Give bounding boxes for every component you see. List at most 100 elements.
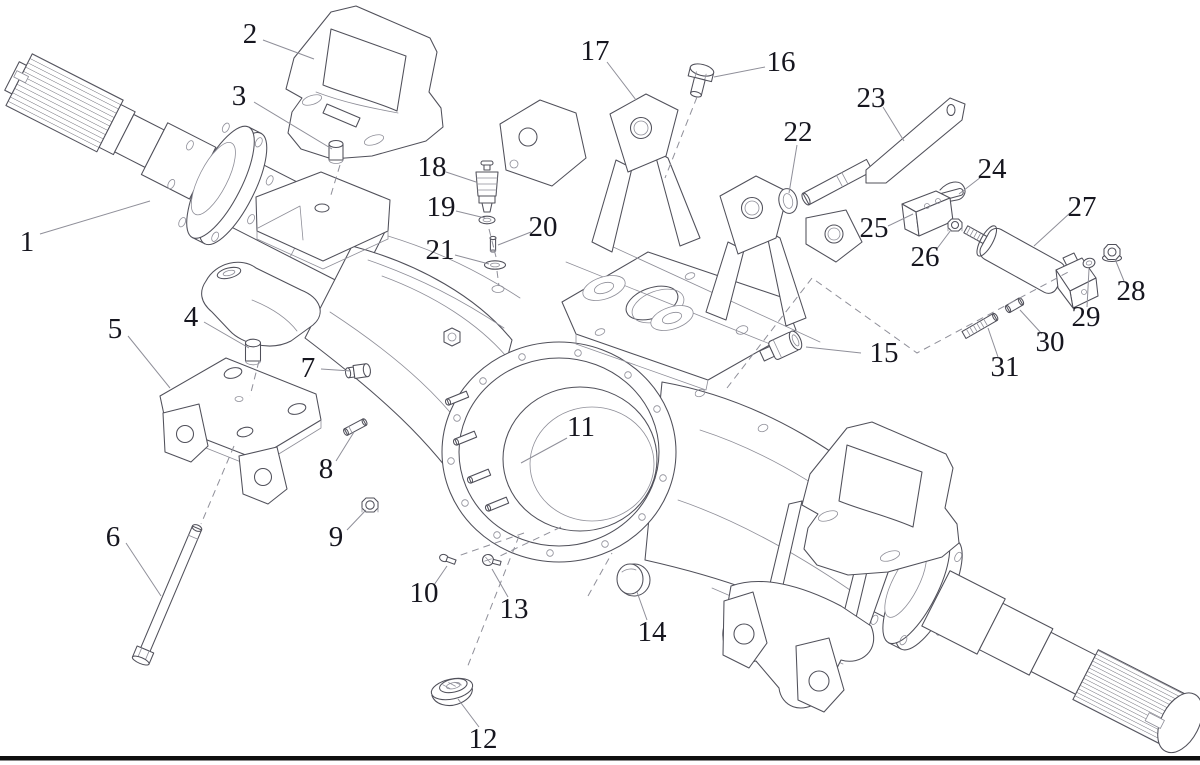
spring-seat-left	[285, 5, 444, 160]
leader-line-28	[1114, 258, 1125, 282]
leader-line-4	[203, 321, 250, 349]
callout-number-13: 13	[500, 593, 529, 625]
leader-line-26	[935, 229, 952, 251]
leader-line-16	[713, 66, 766, 78]
leader-line-25	[887, 213, 914, 227]
callout-number-30: 30	[1036, 326, 1065, 358]
diff-opening	[502, 386, 658, 532]
callout-number-31: 31	[991, 351, 1020, 383]
construction-line-5	[488, 228, 497, 258]
callout-number-25: 25	[860, 212, 889, 244]
stud-31	[961, 312, 999, 339]
callout-number-29: 29	[1072, 301, 1101, 333]
leader-line-15	[805, 346, 862, 354]
leader-line-14	[636, 591, 648, 621]
nut-26	[947, 218, 963, 232]
callout-number-23: 23	[857, 82, 886, 114]
seal-ring-22	[778, 188, 798, 214]
leader-line-29	[1086, 268, 1090, 308]
callout-number-7: 7	[301, 352, 316, 384]
callout-number-12: 12	[469, 723, 498, 755]
leader-line-10	[433, 565, 448, 586]
small-bracket-25	[901, 190, 954, 237]
pin-3	[328, 139, 344, 164]
callout-number-9: 9	[329, 521, 344, 553]
construction-line-8	[587, 552, 613, 597]
callout-number-6: 6	[106, 521, 121, 553]
callout-number-10: 10	[410, 577, 439, 609]
nut-28	[1101, 243, 1123, 263]
leader-line-18	[445, 171, 477, 183]
plug-bolt-16	[687, 63, 715, 98]
callout-number-14: 14	[638, 616, 668, 648]
annotation-layer: 1234567891011121314151617181920212223242…	[20, 18, 1146, 755]
leader-line-12	[457, 698, 480, 728]
pin-8	[343, 418, 368, 436]
construction-line-2	[249, 360, 260, 397]
callout-number-11: 11	[567, 411, 595, 443]
callout-number-2: 2	[243, 18, 258, 50]
callout-number-15: 15	[870, 337, 899, 369]
pin-4	[244, 338, 262, 366]
leader-line-30	[1019, 309, 1043, 335]
bolt-7	[344, 363, 371, 379]
leader-line-1	[39, 200, 151, 235]
leader-line-20	[497, 231, 532, 246]
callout-number-20: 20	[529, 211, 558, 243]
callout-number-1: 1	[20, 226, 35, 258]
bolt-13	[481, 553, 502, 567]
construction-line-4	[664, 96, 698, 179]
shift-arm-23	[801, 97, 966, 206]
plug-14	[616, 563, 651, 597]
ring-bolt-holes	[447, 349, 667, 557]
bottom-border-rule	[0, 756, 1200, 761]
leader-line-5	[127, 335, 171, 389]
spring-plate-5	[159, 357, 322, 505]
leader-line-24	[958, 176, 982, 195]
ring-nut-19	[478, 215, 496, 225]
callout-number-17: 17	[581, 35, 610, 67]
sensor-15	[759, 330, 803, 362]
callout-number-19: 19	[427, 191, 456, 223]
spring-seat-right	[722, 421, 960, 713]
callout-number-22: 22	[784, 116, 813, 148]
hex-boss	[443, 327, 461, 347]
callout-number-3: 3	[232, 80, 247, 112]
breather-boss	[491, 285, 505, 293]
callout-number-21: 21	[426, 234, 455, 266]
leader-line-21	[454, 254, 490, 265]
washer-21	[483, 260, 507, 270]
callout-number-28: 28	[1117, 275, 1146, 307]
leader-line-22	[788, 144, 798, 194]
construction-line-3	[200, 445, 235, 525]
construction-line-6	[496, 270, 500, 287]
flange-bolt-holes-left	[167, 122, 274, 242]
callout-number-26: 26	[911, 241, 940, 273]
leader-line-2	[262, 39, 315, 60]
construction-line-1	[329, 164, 341, 199]
torque-rod-brackets	[499, 93, 863, 353]
leader-line-19	[455, 210, 486, 219]
leader-line-27	[1033, 212, 1071, 247]
callout-number-18: 18	[418, 151, 447, 183]
leader-line-17	[606, 61, 637, 101]
leader-line-3	[253, 101, 333, 150]
leader-line-7	[320, 368, 352, 372]
leader-line-6	[125, 542, 162, 597]
leader-line-9	[346, 509, 367, 531]
mounting-studs-11	[444, 390, 510, 512]
leader-line-8	[335, 431, 355, 462]
leader-line-31	[987, 327, 999, 358]
leader-line-11	[520, 437, 568, 464]
callout-number-8: 8	[319, 453, 334, 485]
breather-valve-18	[475, 160, 499, 213]
callout-number-27: 27	[1068, 191, 1097, 223]
washer-29	[1082, 257, 1096, 269]
long-bolt-6	[131, 524, 203, 666]
bolt-10	[439, 553, 457, 565]
nut-9	[361, 497, 379, 513]
leader-line-23	[882, 106, 905, 142]
leader-line-13	[491, 568, 509, 598]
